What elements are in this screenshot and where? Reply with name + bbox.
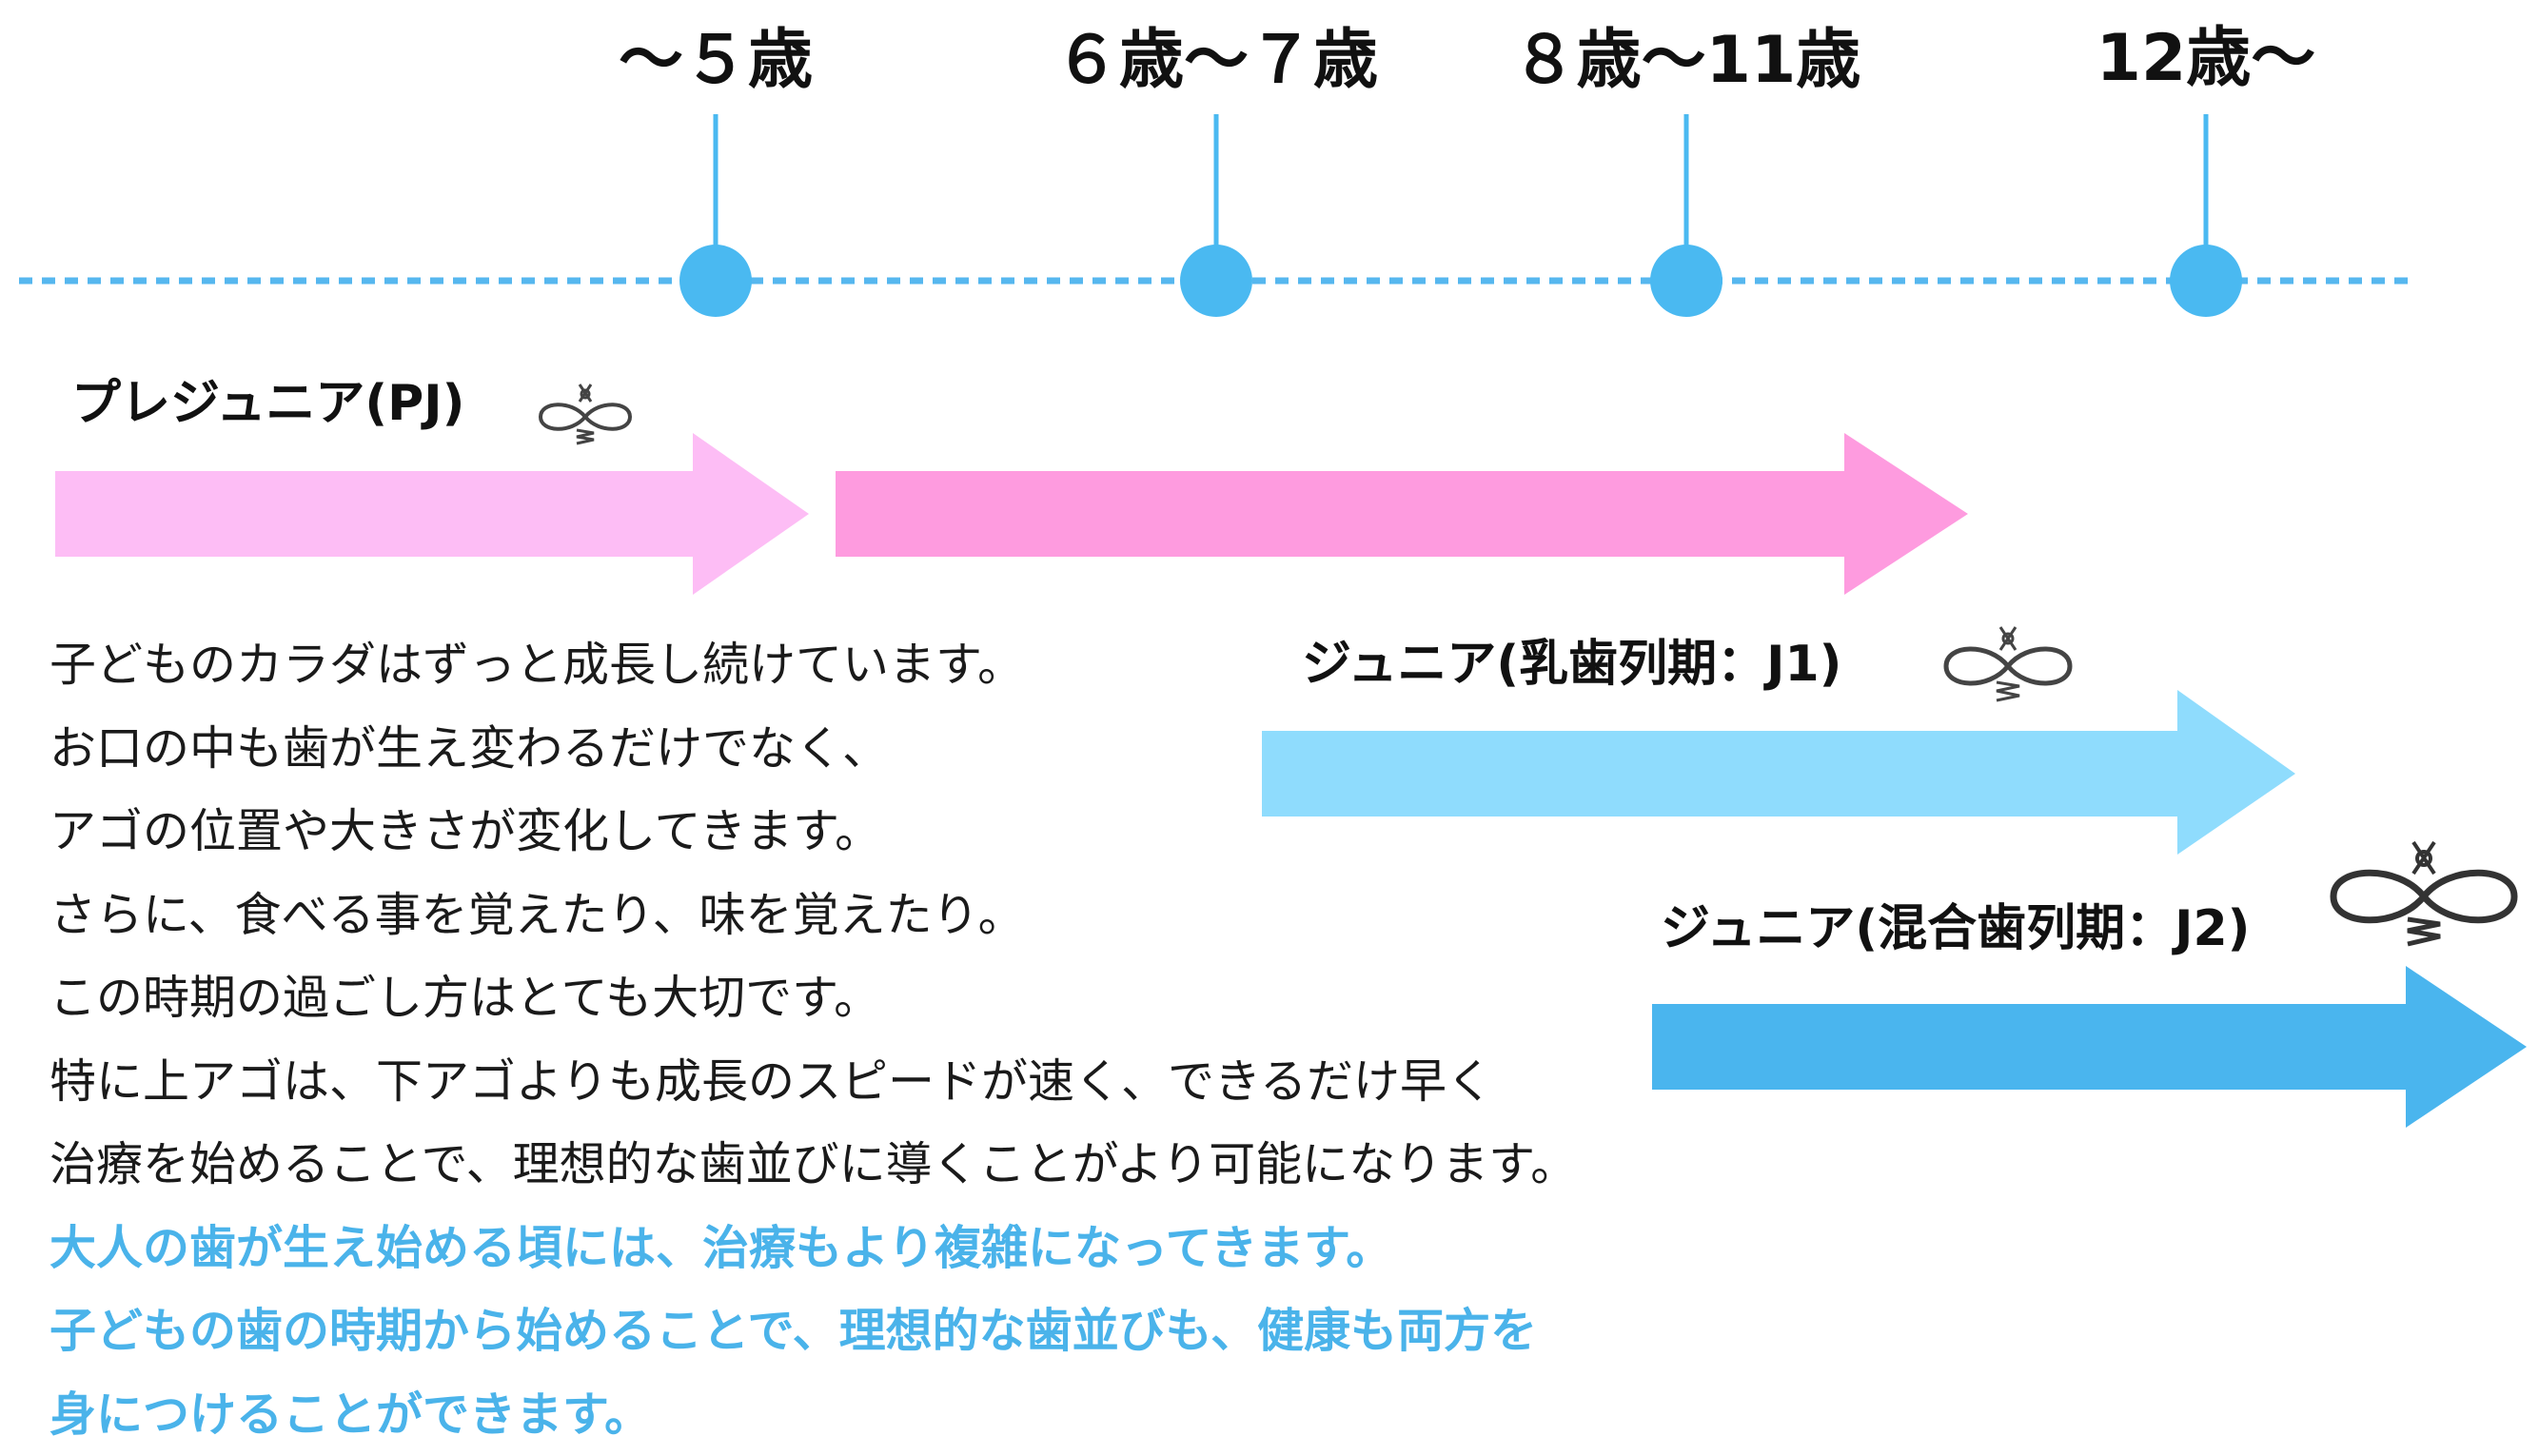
timeline-dot-under-5 xyxy=(679,245,752,317)
stage-arrow-j2 xyxy=(1652,966,2527,1128)
timeline-dot-8-11 xyxy=(1650,245,1722,317)
stage-arrow-pj-light xyxy=(55,433,809,595)
description-highlight-line: 大人の歯が生え始める頃には、治療もより複雑になってきます。 xyxy=(49,1207,1667,1290)
infinity-ribbon-logo xyxy=(1937,623,2079,709)
description-highlight-line: 子どもの歯の時期から始めることで、理想的な歯並びも、健康も両方を xyxy=(49,1289,1667,1373)
stage-label-j2: ジュニア(混合歯列期：J2) xyxy=(1661,904,2250,954)
stage-arrow-pj-dark xyxy=(836,433,1968,595)
description-line: 特に上アゴは、下アゴよりも成長のスピードが速く、できるだけ早く xyxy=(49,1040,1667,1124)
description-line: さらに、食べる事を覚えたり、味を覚えたり。 xyxy=(49,874,1667,957)
description-line: お口の中も歯が生え変わるだけでなく、 xyxy=(49,707,1667,791)
stage-label-pj: プレジュニア(PJ) xyxy=(71,379,464,428)
description-line: アゴの位置や大きさが変化してきます。 xyxy=(49,790,1667,874)
infinity-ribbon-logo xyxy=(2322,837,2527,956)
description-line: 子どものカラダはずっと成長し続けています。 xyxy=(49,623,1667,707)
description-line: 治療を始めることで、理想的な歯並びに導くことがより可能になります。 xyxy=(49,1123,1667,1207)
description-highlight-line: 身につけることができます。 xyxy=(49,1373,1667,1456)
description-line: この時期の過ごし方はとても大切です。 xyxy=(49,956,1667,1040)
timeline-dot-6-7 xyxy=(1180,245,1252,317)
description-text: 子どものカラダはずっと成長し続けています。 お口の中も歯が生え変わるだけでなく、… xyxy=(49,623,1667,1456)
infinity-ribbon-logo xyxy=(533,381,638,447)
timeline-dot-12-plus xyxy=(2170,245,2242,317)
